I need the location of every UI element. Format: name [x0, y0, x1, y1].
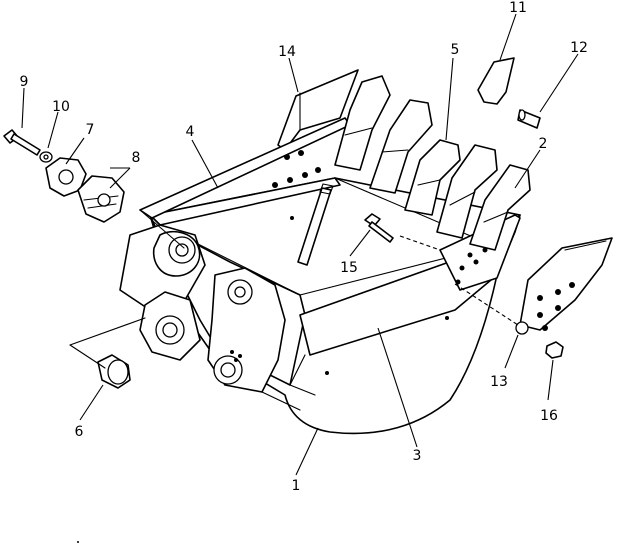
- leader-lines: [21, 13, 579, 476]
- callout-7: 7: [86, 122, 95, 138]
- callout-6: 6: [75, 424, 84, 440]
- right-plate-holes: [455, 247, 488, 285]
- callout-9: 9: [20, 74, 29, 90]
- callout-15: 15: [340, 260, 358, 276]
- shim-plate: [45, 157, 87, 197]
- callout-3: 3: [413, 448, 422, 464]
- nut: [545, 341, 564, 359]
- bucket-link-bracket: [119, 224, 301, 411]
- shim-pack: [77, 175, 125, 223]
- bolt-15: [364, 213, 394, 243]
- washer: [39, 151, 53, 163]
- callout-1: 1: [292, 478, 301, 494]
- bolt-9: [3, 129, 41, 156]
- callout-10: 10: [52, 99, 70, 115]
- callout-12: 12: [570, 40, 588, 56]
- callout-11: 11: [509, 0, 527, 16]
- side-cutter-right: [515, 237, 613, 335]
- tooth-pin: [517, 109, 541, 129]
- callout-labels: 1 2 3 4 5 6 7 8 9 10 11 12 13 14 15 16: [20, 0, 588, 494]
- bucket-pin-rod: [297, 183, 334, 266]
- callout-14: 14: [278, 44, 296, 60]
- callout-13: 13: [490, 374, 508, 390]
- side-cutter-left: [272, 69, 359, 188]
- callout-8: 8: [132, 150, 141, 166]
- callout-5: 5: [451, 42, 460, 58]
- assembly-lines: [69, 209, 519, 369]
- bucket-teeth: [334, 75, 531, 251]
- bushing: [97, 354, 131, 389]
- callout-4: 4: [186, 124, 195, 140]
- callout-2: 2: [539, 136, 548, 152]
- tooth-point: [477, 57, 515, 105]
- callout-16: 16: [540, 408, 558, 424]
